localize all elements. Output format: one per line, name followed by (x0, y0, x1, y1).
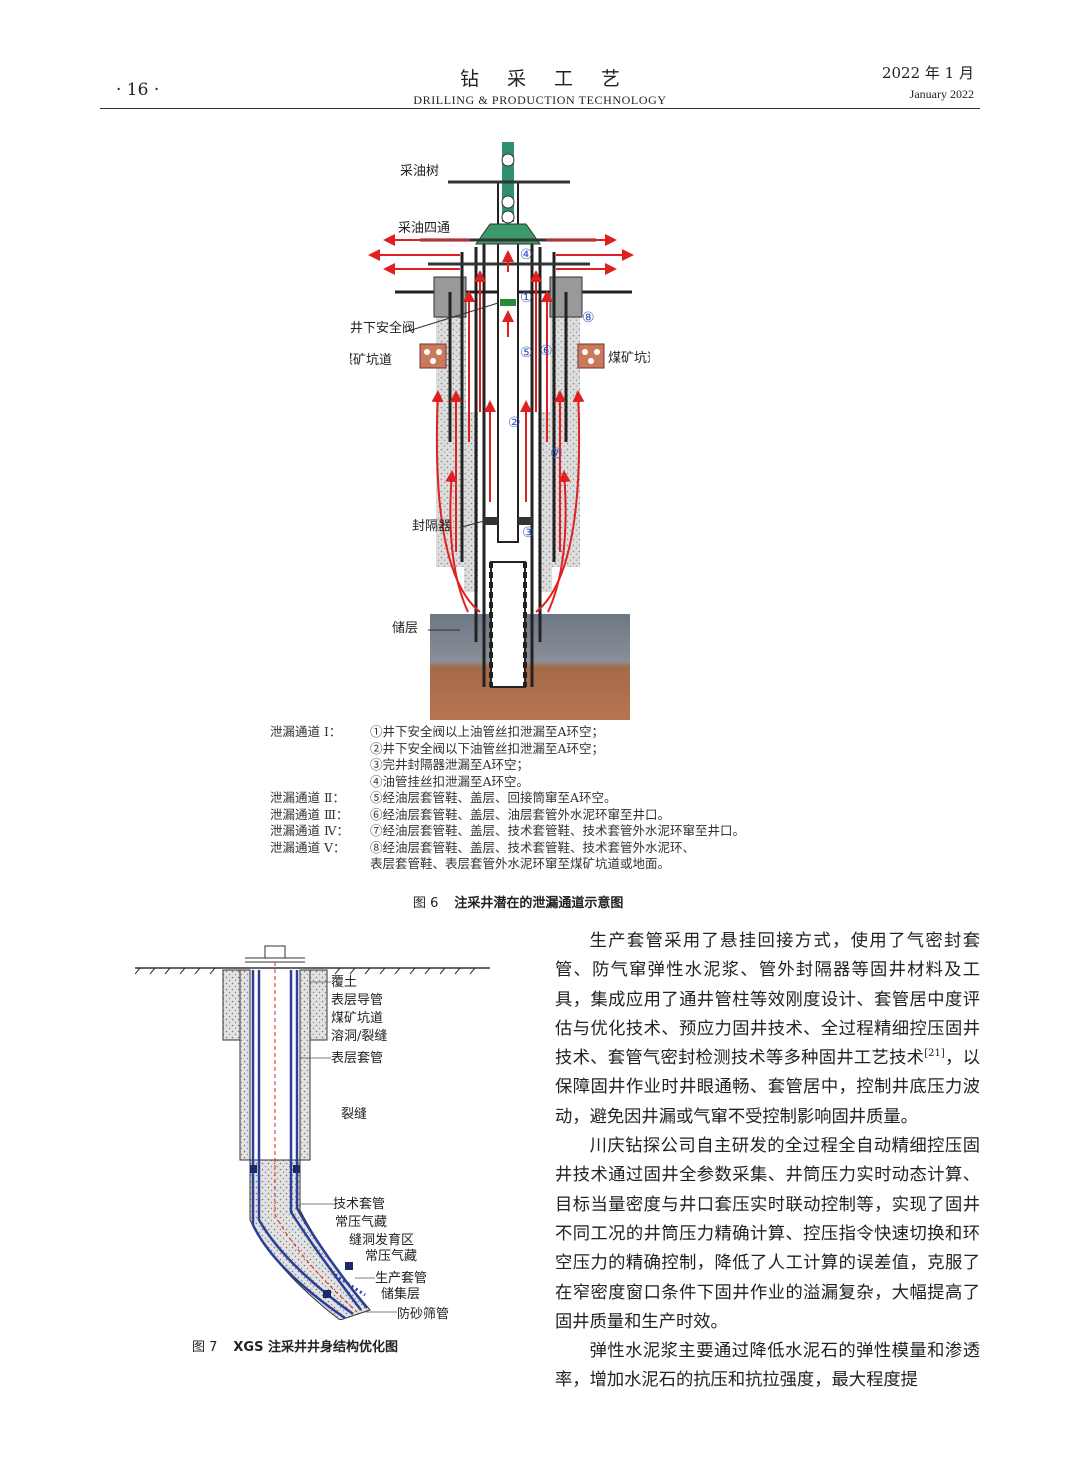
legend-row: 泄漏通道 Ⅰ：①井下安全阀以上油管丝扣泄漏至A环空； (270, 724, 605, 739)
packer (484, 517, 498, 525)
legend-row: 泄漏通道 Ⅱ：⑤经油层套管鞋、盖层、回接筒窜至A环空。 (270, 790, 617, 805)
citation-21: [21] (924, 1048, 945, 1060)
label-7: 常压气藏 (335, 1214, 387, 1230)
label-2: 煤矿坑道 (331, 1011, 383, 1026)
figure-6-legend: 泄漏通道 Ⅰ：①井下安全阀以上油管丝扣泄漏至A环空； ②井下安全阀以下油管丝扣泄… (270, 724, 745, 873)
label-5: 裂缝 (341, 1107, 367, 1122)
marker-6: ⑥ (540, 343, 553, 359)
issue-date-en: January 2022 (909, 87, 974, 101)
label-christmas-tree: 采油树 (400, 164, 439, 179)
label-12: 防砂筛管 (397, 1306, 449, 1320)
leak-arrows (368, 234, 634, 613)
label-safety-valve: 井下安全阀 (350, 320, 415, 336)
label-6: 技术套管 (333, 1196, 385, 1212)
marker-5: ⑤ (520, 345, 533, 361)
figure-7-well-structure-diagram: 覆土 表层导管 煤矿坑道 溶洞/裂缝 表层套管 裂缝 技术套管 常压气藏 缝洞发… (135, 945, 490, 1320)
label-3: 溶洞/裂缝 (331, 1029, 387, 1044)
label-9: 常压气藏 (365, 1248, 417, 1264)
legend-row: 泄漏通道 Ⅴ：⑧经油层套管鞋、盖层、技术套管鞋、技术套管外水泥环、 (270, 839, 696, 855)
label-mine-tunnel-left: 煤矿坑道 (350, 353, 392, 368)
journal-title-en: DRILLING & PRODUCTION TECHNOLOGY (413, 93, 667, 107)
page-header: · 16 · 钻采工艺 DRILLING & PRODUCTION TECHNO… (100, 58, 980, 109)
label-tubing-cross: 采油四通 (398, 221, 450, 236)
label-10: 生产套管 (375, 1270, 427, 1286)
label-mine-tunnel-right: 煤矿坑道 (608, 351, 650, 366)
marker-7: ⑦ (550, 446, 563, 462)
reservoir-rock (430, 614, 630, 720)
marker-3: ③ (522, 525, 535, 541)
marker-2: ② (508, 415, 521, 431)
figure-6-leak-path-diagram: 采油树 采油四通 井下安全阀 煤矿坑道 煤矿坑道 封隔器 储层 ① ② ③ ④ … (350, 142, 650, 720)
marker-4: ④ (520, 247, 533, 263)
label-packer: 封隔器 (412, 519, 451, 534)
legend-row: ③完井封隔器泄漏至A环空； (370, 757, 530, 772)
marker-8: ⑧ (582, 310, 595, 326)
mine-tunnel-left (419, 343, 447, 369)
figure-7-labels: 覆土 表层导管 煤矿坑道 溶洞/裂缝 表层套管 裂缝 技术套管 常压气藏 缝洞发… (331, 975, 449, 1320)
label-4: 表层套管 (331, 1050, 383, 1066)
issue-date-cn: 2022 年 1 月 (881, 64, 974, 82)
legend-row: 表层套管鞋、表层套管外水泥环窜至煤矿坑道或地面。 (370, 856, 671, 871)
safety-valve (500, 299, 516, 306)
body-text: 生产套管采用了悬挂回接方式，使用了气密封套管、防气窜弹性水泥浆、管外封隔器等固井… (555, 927, 980, 1396)
legend-row: ②井下安全阀以下油管丝扣泄漏至A环空； (370, 740, 605, 756)
casing-strings (251, 970, 368, 1320)
leader-lines (404, 302, 499, 631)
paragraph-2: 川庆钻探公司自主研发的全过程全自动精细控压固井技术通过固井全参数采集、井筒压力实… (555, 1136, 980, 1332)
mine-tunnel-right (577, 343, 605, 369)
label-1: 表层导管 (331, 993, 383, 1008)
casing-strings (448, 242, 568, 687)
wellhead (264, 945, 286, 959)
legend-row: 泄漏通道 Ⅳ：⑦经油层套管鞋、盖层、技术套管鞋、技术套管外水泥环窜至井口。 (270, 823, 746, 838)
legend-row: 泄漏通道 Ⅲ：⑥经油层套管鞋、盖层、油层套管外水泥环窜至井口。 (270, 806, 671, 822)
journal-title: 钻采工艺 DRILLING & PRODUCTION TECHNOLOGY (100, 64, 980, 108)
issue-date: 2022 年 1 月 January 2022 (882, 62, 974, 102)
legend-row: ④油管挂丝扣泄漏至A环空。 (370, 773, 530, 789)
paragraph-1: 生产套管采用了悬挂回接方式，使用了气密封套管、防气窜弹性水泥浆、管外封隔器等固井… (555, 931, 980, 1127)
label-0: 覆土 (331, 975, 357, 990)
page-number: · 16 · (116, 80, 160, 100)
marker-1: ① (520, 290, 533, 306)
journal-title-cn: 钻采工艺 (459, 68, 648, 90)
paragraph-3: 弹性水泥浆主要通过降低水泥石的弹性模量和渗透率，增加水泥石的抗压和抗拉强度，最大… (555, 1341, 980, 1391)
label-8: 缝洞发育区 (349, 1232, 414, 1248)
label-11: 储集层 (381, 1286, 420, 1302)
label-reservoir: 储层 (392, 621, 418, 636)
